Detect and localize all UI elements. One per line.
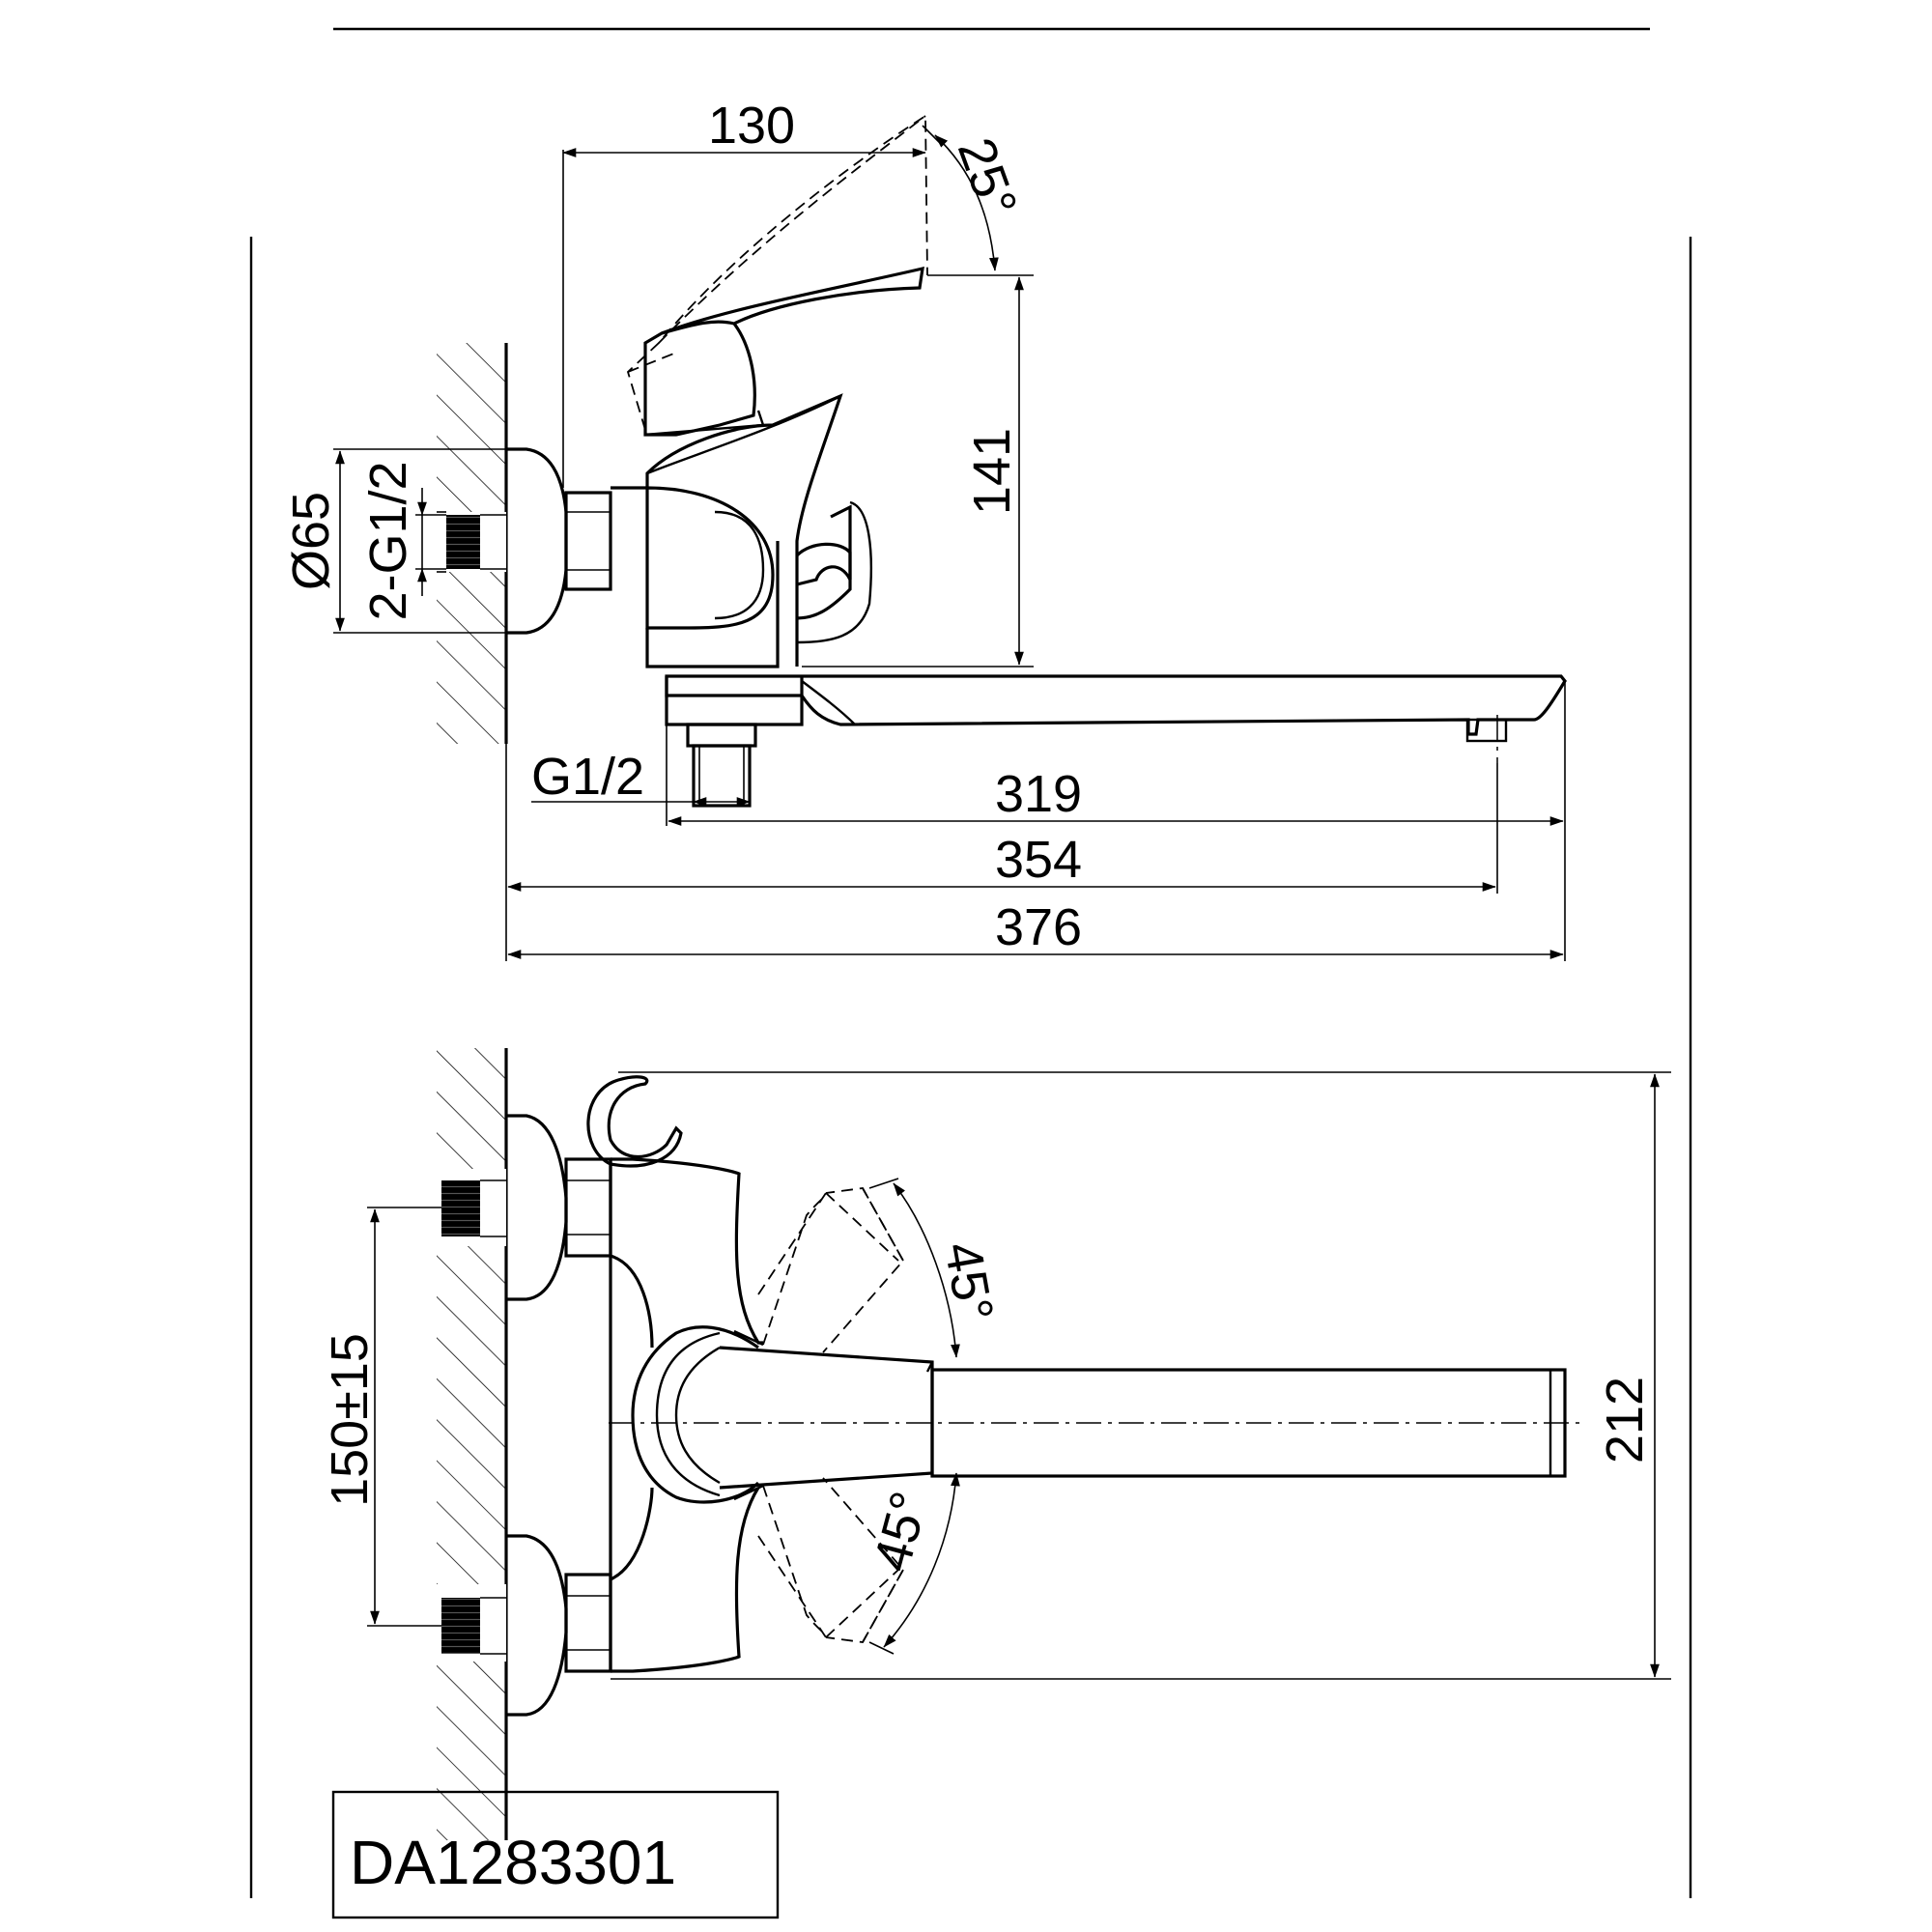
flange-top-lower bbox=[506, 1534, 568, 1717]
dim-height: 141 bbox=[963, 428, 1021, 515]
hex-nut-top-upper bbox=[564, 1157, 612, 1258]
handle-side bbox=[643, 266, 924, 437]
dim-45-up: 45° bbox=[868, 1178, 1004, 1358]
dim-lever-angle-down: 45° bbox=[863, 1486, 939, 1577]
dim-handle-angle: 25° bbox=[947, 130, 1028, 224]
dim-flange-diameter: Ø65 bbox=[282, 492, 340, 590]
spout-side bbox=[665, 674, 1567, 763]
flange-top-upper bbox=[506, 1114, 568, 1301]
lever-dashed-up bbox=[757, 1187, 905, 1353]
dim-total-height: 212 bbox=[1596, 1377, 1654, 1463]
dim-outlet-thread: G1/2 bbox=[531, 748, 644, 806]
dim-65-diameter: Ø65 bbox=[282, 448, 506, 634]
dim-inlet-threads: 2-G1/2 bbox=[359, 461, 417, 620]
mixer-body-top bbox=[609, 1157, 763, 1673]
dim-2-g12: 2-G1/2 bbox=[359, 461, 446, 621]
hex-nut-side bbox=[564, 491, 612, 591]
wall-top bbox=[437, 1048, 508, 1840]
title-block: DA1283301 bbox=[331, 1790, 780, 1919]
flange-side bbox=[506, 447, 568, 635]
dim-spout-outlet: 354 bbox=[995, 831, 1082, 889]
dim-25-angle: 25° bbox=[922, 125, 1028, 271]
inlet-thread-top-lower bbox=[441, 1597, 506, 1655]
hex-nut-top-lower bbox=[564, 1573, 612, 1673]
dim-spout-center: 319 bbox=[995, 765, 1082, 823]
inlet-thread-top-upper bbox=[441, 1179, 506, 1237]
outlet-thread-side bbox=[686, 723, 757, 808]
dim-212: 212 bbox=[611, 1071, 1671, 1680]
dim-376: 376 bbox=[507, 894, 1566, 961]
lever-base-top bbox=[631, 1325, 764, 1504]
side-view: 130 25° 141 Ø65 2-G1/2 bbox=[282, 97, 1567, 961]
dim-130: 130 bbox=[562, 97, 926, 488]
dim-141: 141 bbox=[802, 274, 1034, 668]
hook bbox=[586, 1075, 683, 1168]
dim-319: 319 bbox=[666, 681, 1566, 894]
lever-top bbox=[719, 1346, 934, 1490]
inlet-thread-side bbox=[437, 511, 506, 573]
dim-handle-reach: 130 bbox=[708, 97, 795, 155]
dim-45-down: 45° bbox=[863, 1472, 960, 1655]
model-code: DA1283301 bbox=[350, 1828, 676, 1897]
dim-150: 150±15 bbox=[321, 1207, 441, 1627]
handle-tilted-dashed bbox=[626, 114, 928, 431]
dim-354: 354 bbox=[505, 744, 1498, 961]
dim-g12-outlet: G1/2 bbox=[531, 748, 751, 807]
top-view: 150±15 45° 45° 212 bbox=[321, 1048, 1671, 1840]
mixer-body-side bbox=[611, 393, 872, 668]
frame bbox=[249, 27, 1692, 1898]
dim-inlet-spacing: 150±15 bbox=[321, 1333, 379, 1507]
dim-total-length: 376 bbox=[995, 898, 1082, 956]
dim-lever-angle-up: 45° bbox=[933, 1237, 1004, 1325]
